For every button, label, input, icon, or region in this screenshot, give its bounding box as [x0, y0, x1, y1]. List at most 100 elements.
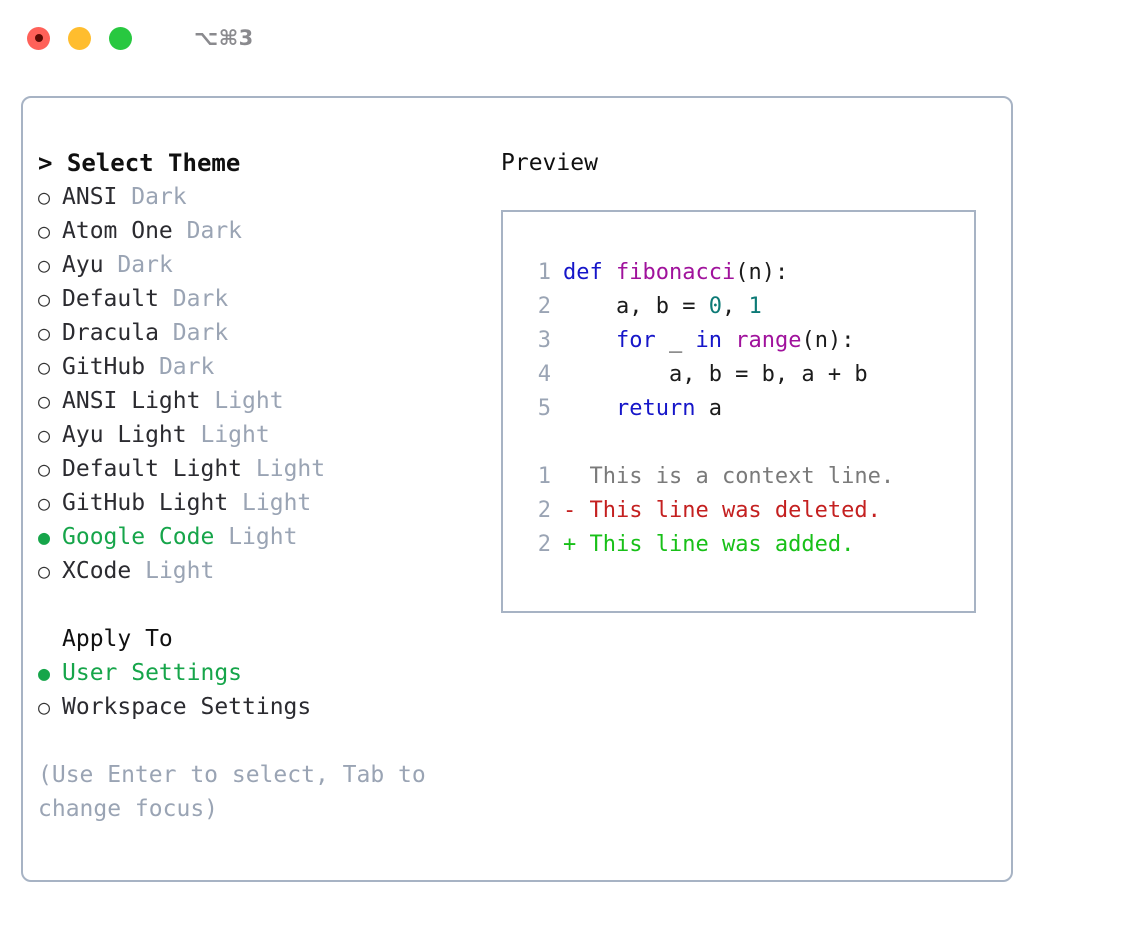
- diff-line-text: This is a context line.: [576, 464, 895, 489]
- radio-selected-icon: ●: [38, 525, 51, 549]
- theme-category-label: Dark: [158, 354, 215, 380]
- code-token-pl: ,: [721, 294, 749, 319]
- keyboard-hint-text: (Use Enter to select, Tab to change focu…: [38, 762, 440, 822]
- diff-line-text: This line was added.: [576, 532, 855, 557]
- theme-category-label: Light: [255, 456, 326, 482]
- theme-list[interactable]: ○ANSI Dark○Atom One Dark○Ayu Dark○Defaul…: [38, 180, 483, 588]
- label-separator: [159, 282, 173, 316]
- window-controls: [27, 26, 132, 50]
- apply-to-label: User Settings: [62, 660, 243, 686]
- apply-to-option[interactable]: ●User Settings: [38, 656, 483, 690]
- label-separator: [214, 520, 228, 554]
- code-token-kw: def: [563, 260, 616, 285]
- radio-unselected-icon: ○: [38, 457, 51, 481]
- panes-container: > Select Theme ○ANSI Dark○Atom One Dark○…: [23, 98, 1011, 880]
- code-token-num: 0: [708, 294, 722, 319]
- radio-unselected-icon: ○: [38, 389, 51, 413]
- theme-name-label: GitHub Light: [62, 490, 229, 516]
- line-number: 2: [537, 532, 551, 557]
- theme-category-label: Dark: [186, 218, 243, 244]
- radio-unselected-icon: ○: [38, 423, 51, 447]
- theme-name-label: GitHub: [62, 354, 146, 380]
- theme-list-item[interactable]: ○Ayu Dark: [38, 248, 483, 282]
- close-dot-icon: [34, 34, 43, 42]
- label-separator: [173, 214, 187, 248]
- apply-to-option[interactable]: ○Workspace Settings: [38, 690, 483, 724]
- code-token-fn: range: [735, 328, 802, 353]
- theme-category-label: Light: [214, 388, 284, 414]
- line-number: 5: [537, 396, 551, 421]
- label-separator: [187, 418, 201, 452]
- code-line-text: def fibonacci(n):: [563, 256, 788, 290]
- theme-category-label: Light: [145, 558, 215, 584]
- apply-to-header: Apply To: [62, 626, 173, 652]
- radio-unselected-icon: ○: [38, 355, 51, 379]
- code-line: 2 a, b = 0, 1: [521, 290, 974, 324]
- theme-name-label: Ayu: [62, 252, 104, 278]
- select-theme-header: > Select Theme: [38, 149, 241, 177]
- code-line-text: for _ in range(n):: [563, 324, 854, 358]
- theme-list-item[interactable]: ○Ayu Light Light: [38, 418, 483, 452]
- line-number: 1: [537, 464, 551, 489]
- apply-to-list[interactable]: ●User Settings○Workspace Settings: [38, 656, 483, 724]
- theme-category-label: Light: [228, 524, 298, 550]
- theme-category-label: Light: [200, 422, 270, 448]
- code-line-text: a, b = b, a + b: [563, 358, 868, 392]
- code-token-kw: for: [615, 328, 656, 353]
- diff-line: 2- This line was deleted.: [521, 494, 974, 528]
- theme-list-item[interactable]: ○ Dracula Dark: [38, 316, 483, 350]
- close-button-icon[interactable]: [27, 26, 50, 50]
- theme-name-label: ANSI: [62, 184, 118, 210]
- minimize-button-icon[interactable]: [68, 26, 91, 50]
- label-separator: [200, 384, 214, 418]
- diff-line: 1 This is a context line.: [521, 460, 974, 494]
- theme-list-item[interactable]: ○ANSI Dark: [38, 180, 483, 214]
- theme-name-label: XCode: [62, 558, 132, 584]
- label-separator: [145, 350, 159, 384]
- theme-list-item[interactable]: ○Default Light Light: [38, 452, 483, 486]
- code-line-text: return a: [563, 392, 722, 426]
- code-token-pl: [563, 396, 616, 421]
- code-line: 1 def fibonacci(n):: [521, 256, 974, 290]
- theme-category-label: Dark: [172, 286, 229, 312]
- diff-marker: [563, 460, 576, 494]
- theme-name-label: Default: [62, 286, 159, 312]
- maximize-button-icon[interactable]: [109, 26, 132, 50]
- theme-category-label: Dark: [172, 320, 229, 346]
- theme-name-label: Google Code: [62, 524, 215, 550]
- theme-list-item[interactable]: ● Google Code Light: [38, 520, 483, 554]
- line-number: 1: [537, 260, 551, 285]
- theme-category-label: Dark: [117, 252, 173, 278]
- code-token-pl: a: [695, 396, 722, 421]
- label-separator: [131, 554, 145, 588]
- theme-list-item[interactable]: ○ ANSI Light Light: [38, 384, 483, 418]
- radio-unselected-icon: ○: [38, 185, 51, 209]
- code-token-pl: a, b =: [563, 294, 709, 319]
- radio-unselected-icon: ○: [38, 491, 51, 515]
- radio-unselected-icon: ○: [38, 321, 51, 345]
- code-token-kw: in: [695, 328, 722, 353]
- line-number: 3: [537, 328, 551, 353]
- code-token-num: 1: [748, 294, 762, 319]
- code-token-pl: a, b = b, a + b: [563, 362, 868, 387]
- list-spacer: [38, 588, 483, 622]
- code-token-pl: _: [655, 328, 696, 353]
- radio-unselected-icon: ○: [38, 219, 51, 243]
- theme-list-item[interactable]: ○ GitHub Dark: [38, 350, 483, 384]
- preview-title: Preview: [501, 150, 598, 176]
- theme-name-label: ANSI Light: [62, 388, 201, 414]
- theme-list-item[interactable]: ○Atom One Dark: [38, 214, 483, 248]
- theme-list-item[interactable]: ○GitHub Light Light: [38, 486, 483, 520]
- dialog-window: > Select Theme ○ANSI Dark○Atom One Dark○…: [21, 96, 1013, 882]
- theme-list-item[interactable]: ○Default Dark: [38, 282, 483, 316]
- theme-list-item[interactable]: ○XCode Light: [38, 554, 483, 588]
- theme-name-label: Dracula: [62, 320, 159, 346]
- label-separator: [117, 180, 131, 214]
- code-token-fn: fibonacci: [615, 260, 736, 285]
- keyboard-shortcut-label: ⌥⌘3: [194, 26, 254, 50]
- code-sample: 1 def fibonacci(n):2 a, b = 0, 1 3 for _ i…: [521, 256, 974, 426]
- label-separator: [104, 248, 118, 282]
- diff-line: 2+ This line was added.: [521, 528, 974, 562]
